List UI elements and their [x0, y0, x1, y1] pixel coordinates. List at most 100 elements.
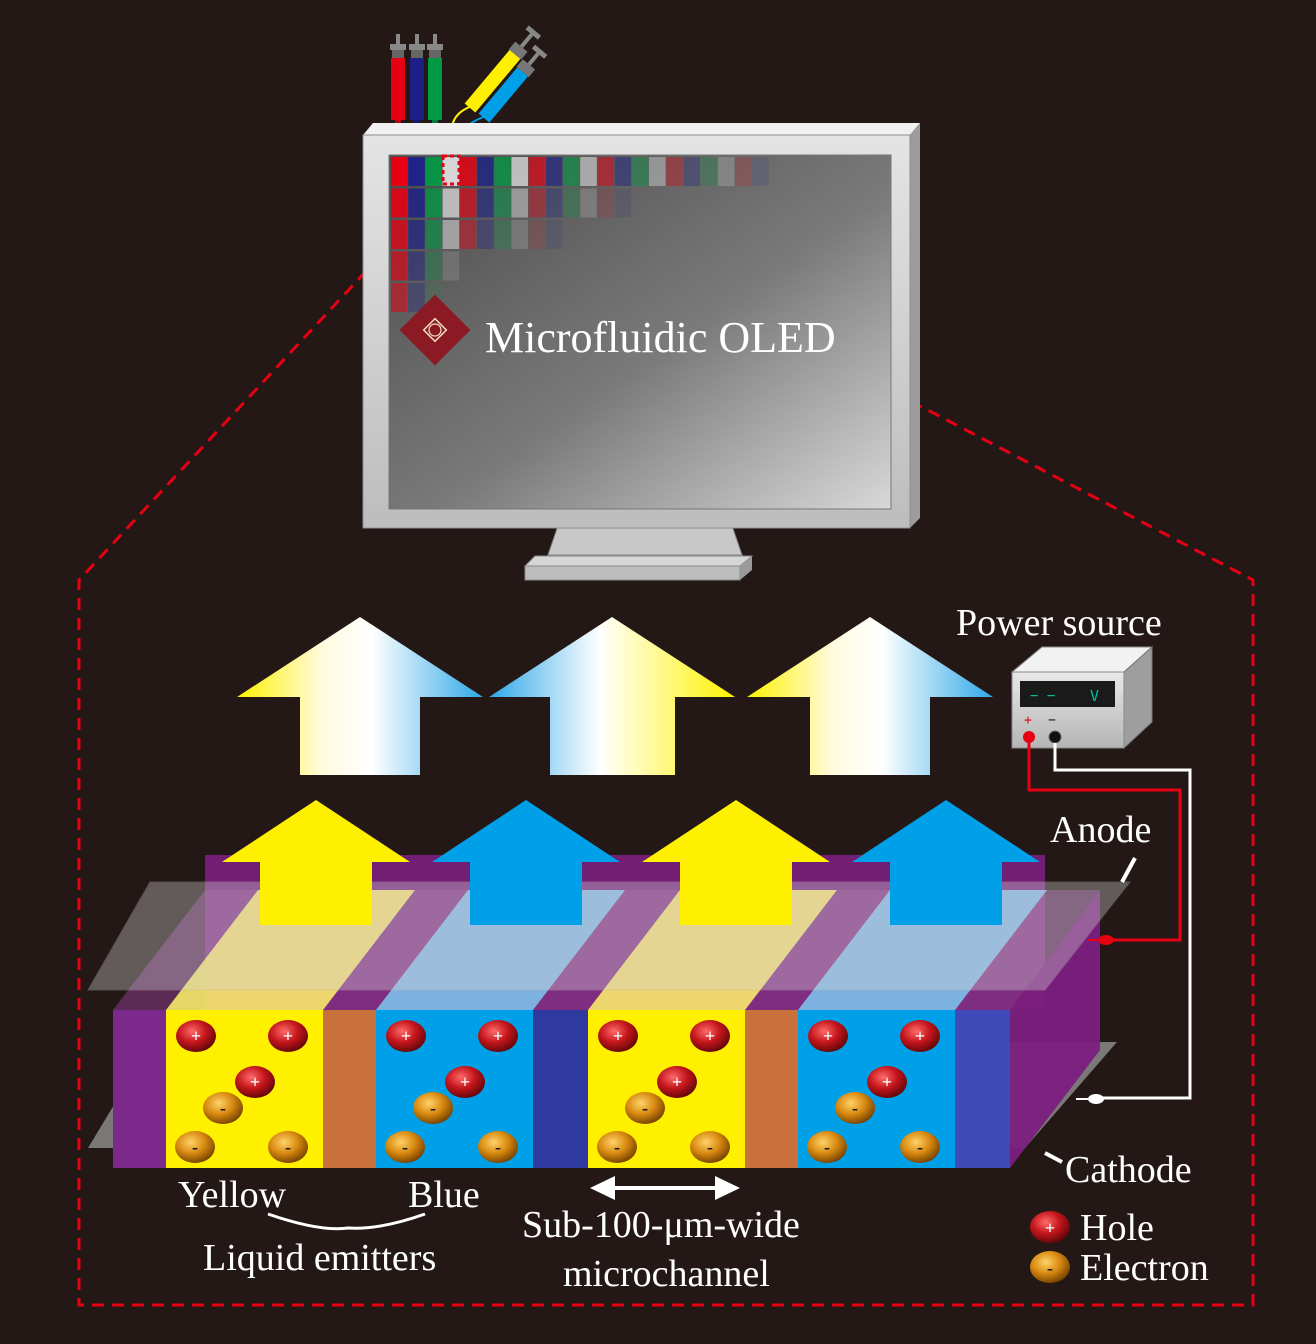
mosaic-pixel: [459, 220, 477, 249]
mosaic-pixel: [528, 220, 546, 249]
electron-symbol: -: [430, 1098, 436, 1118]
mosaic-pixel: [459, 188, 477, 218]
mosaic-pixel: [391, 283, 408, 312]
electron-symbol: -: [220, 1098, 226, 1118]
mosaic-pixel: [614, 157, 632, 186]
screen-title: Microfluidic OLED: [485, 313, 836, 362]
microchannel-label: microchannel: [563, 1253, 770, 1295]
electron-particle: -: [413, 1092, 453, 1124]
pixel-mosaic: [391, 157, 769, 312]
legend-electron-label: Electron: [1080, 1247, 1209, 1289]
mosaic-pixel: [408, 251, 425, 281]
mosaic-pixel: [391, 188, 408, 218]
mosaic-pixel: [545, 188, 563, 218]
mosaic-pixel: [408, 188, 425, 218]
electron-particle: -: [478, 1131, 518, 1163]
hole-symbol: +: [882, 1072, 892, 1092]
mosaic-pixel: [511, 157, 528, 186]
mosaic-pixel: [700, 157, 718, 186]
mosaic-pixel: [408, 220, 425, 249]
power-display-dashes: − −: [1030, 688, 1055, 704]
hole-particle: +: [657, 1066, 697, 1098]
zoom-outline: [77, 181, 1255, 1307]
mosaic-pixel: [717, 157, 735, 186]
channel-width-label: Sub-100-μm-wide: [522, 1204, 800, 1246]
hole-symbol: +: [283, 1026, 293, 1046]
liquid-emitters-label: Liquid emitters: [203, 1237, 436, 1279]
electron-symbol: -: [614, 1137, 620, 1157]
anode-pointer: [1120, 857, 1137, 883]
mosaic-pixel: [528, 188, 546, 218]
syringe-icon: [390, 25, 548, 132]
mosaic-pixel: [614, 188, 632, 218]
mosaic-pixel: [442, 157, 460, 186]
mosaic-pixel: [408, 157, 425, 186]
mosaic-pixel: [597, 188, 614, 218]
hole-particle: +: [176, 1020, 216, 1052]
mosaic-pixel: [511, 220, 528, 249]
mosaic-pixel: [391, 157, 408, 186]
power-minus-symbol: −: [1048, 713, 1056, 728]
legend: + Hole - Electron: [1030, 1207, 1209, 1289]
mosaic-pixel: [511, 188, 528, 218]
hole-particle: +: [598, 1020, 638, 1052]
hole-symbol: +: [401, 1026, 411, 1046]
electron-particle: -: [597, 1131, 637, 1163]
mosaic-pixel: [563, 157, 580, 186]
legend-hole-label: Hole: [1080, 1207, 1154, 1249]
hole-particle: +: [268, 1020, 308, 1052]
hole-symbol: +: [191, 1026, 201, 1046]
hole-particle: +: [867, 1066, 907, 1098]
mosaic-pixel: [494, 188, 511, 218]
mosaic-pixel: [425, 188, 442, 218]
mosaic-pixel: [477, 157, 494, 186]
zoom-source-box: [441, 154, 461, 186]
mosaic-pixel: [545, 157, 563, 186]
cathode-label: Cathode: [1065, 1149, 1192, 1191]
width-double-arrow: [590, 1176, 740, 1200]
mosaic-pixel: [666, 157, 683, 186]
electron-particle: -: [203, 1092, 243, 1124]
hole-symbol: +: [915, 1026, 925, 1046]
power-supply-icon: − − V + −: [1010, 645, 1154, 750]
electron-particle: -: [900, 1131, 940, 1163]
hole-particle: +: [235, 1066, 275, 1098]
hole-symbol: +: [613, 1026, 623, 1046]
electron-symbol: -: [192, 1137, 198, 1157]
mosaic-pixel: [528, 157, 546, 186]
yellow-label: Yellow: [178, 1174, 287, 1216]
anode-label: Anode: [1050, 809, 1151, 851]
electron-particle: -: [625, 1092, 665, 1124]
power-plus-symbol: +: [1024, 713, 1032, 728]
mosaic-pixel: [563, 188, 580, 218]
hole-symbol: +: [705, 1026, 715, 1046]
hole-particle: +: [690, 1020, 730, 1052]
hole-particle: +: [445, 1066, 485, 1098]
blue-label: Blue: [408, 1174, 480, 1216]
legend-electron-icon: -: [1030, 1251, 1070, 1283]
electron-symbol: -: [495, 1137, 501, 1157]
electron-particle: -: [835, 1092, 875, 1124]
power-display-unit: V: [1090, 687, 1099, 705]
hole-particle: +: [900, 1020, 940, 1052]
electron-symbol: -: [707, 1137, 713, 1157]
mosaic-pixel: [597, 157, 614, 186]
cathode-pointer: [1044, 1151, 1063, 1164]
electron-symbol: -: [402, 1137, 408, 1157]
electron-particle: -: [175, 1131, 215, 1163]
mosaic-pixel: [425, 251, 442, 281]
legend-hole-icon: +: [1030, 1211, 1070, 1243]
mosaic-pixel: [442, 251, 460, 281]
mosaic-pixel: [477, 188, 494, 218]
electron-symbol: -: [917, 1137, 923, 1157]
mosaic-pixel: [580, 188, 597, 218]
electron-symbol: -: [285, 1137, 291, 1157]
mosaic-pixel: [735, 157, 752, 186]
mosaic-pixel: [391, 251, 408, 281]
electron-particle: -: [268, 1131, 308, 1163]
electron-particle: -: [385, 1131, 425, 1163]
mosaic-pixel: [391, 220, 408, 249]
electron-symbol: -: [642, 1098, 648, 1118]
mosaic-pixel: [580, 157, 597, 186]
mosaic-pixel: [683, 157, 700, 186]
